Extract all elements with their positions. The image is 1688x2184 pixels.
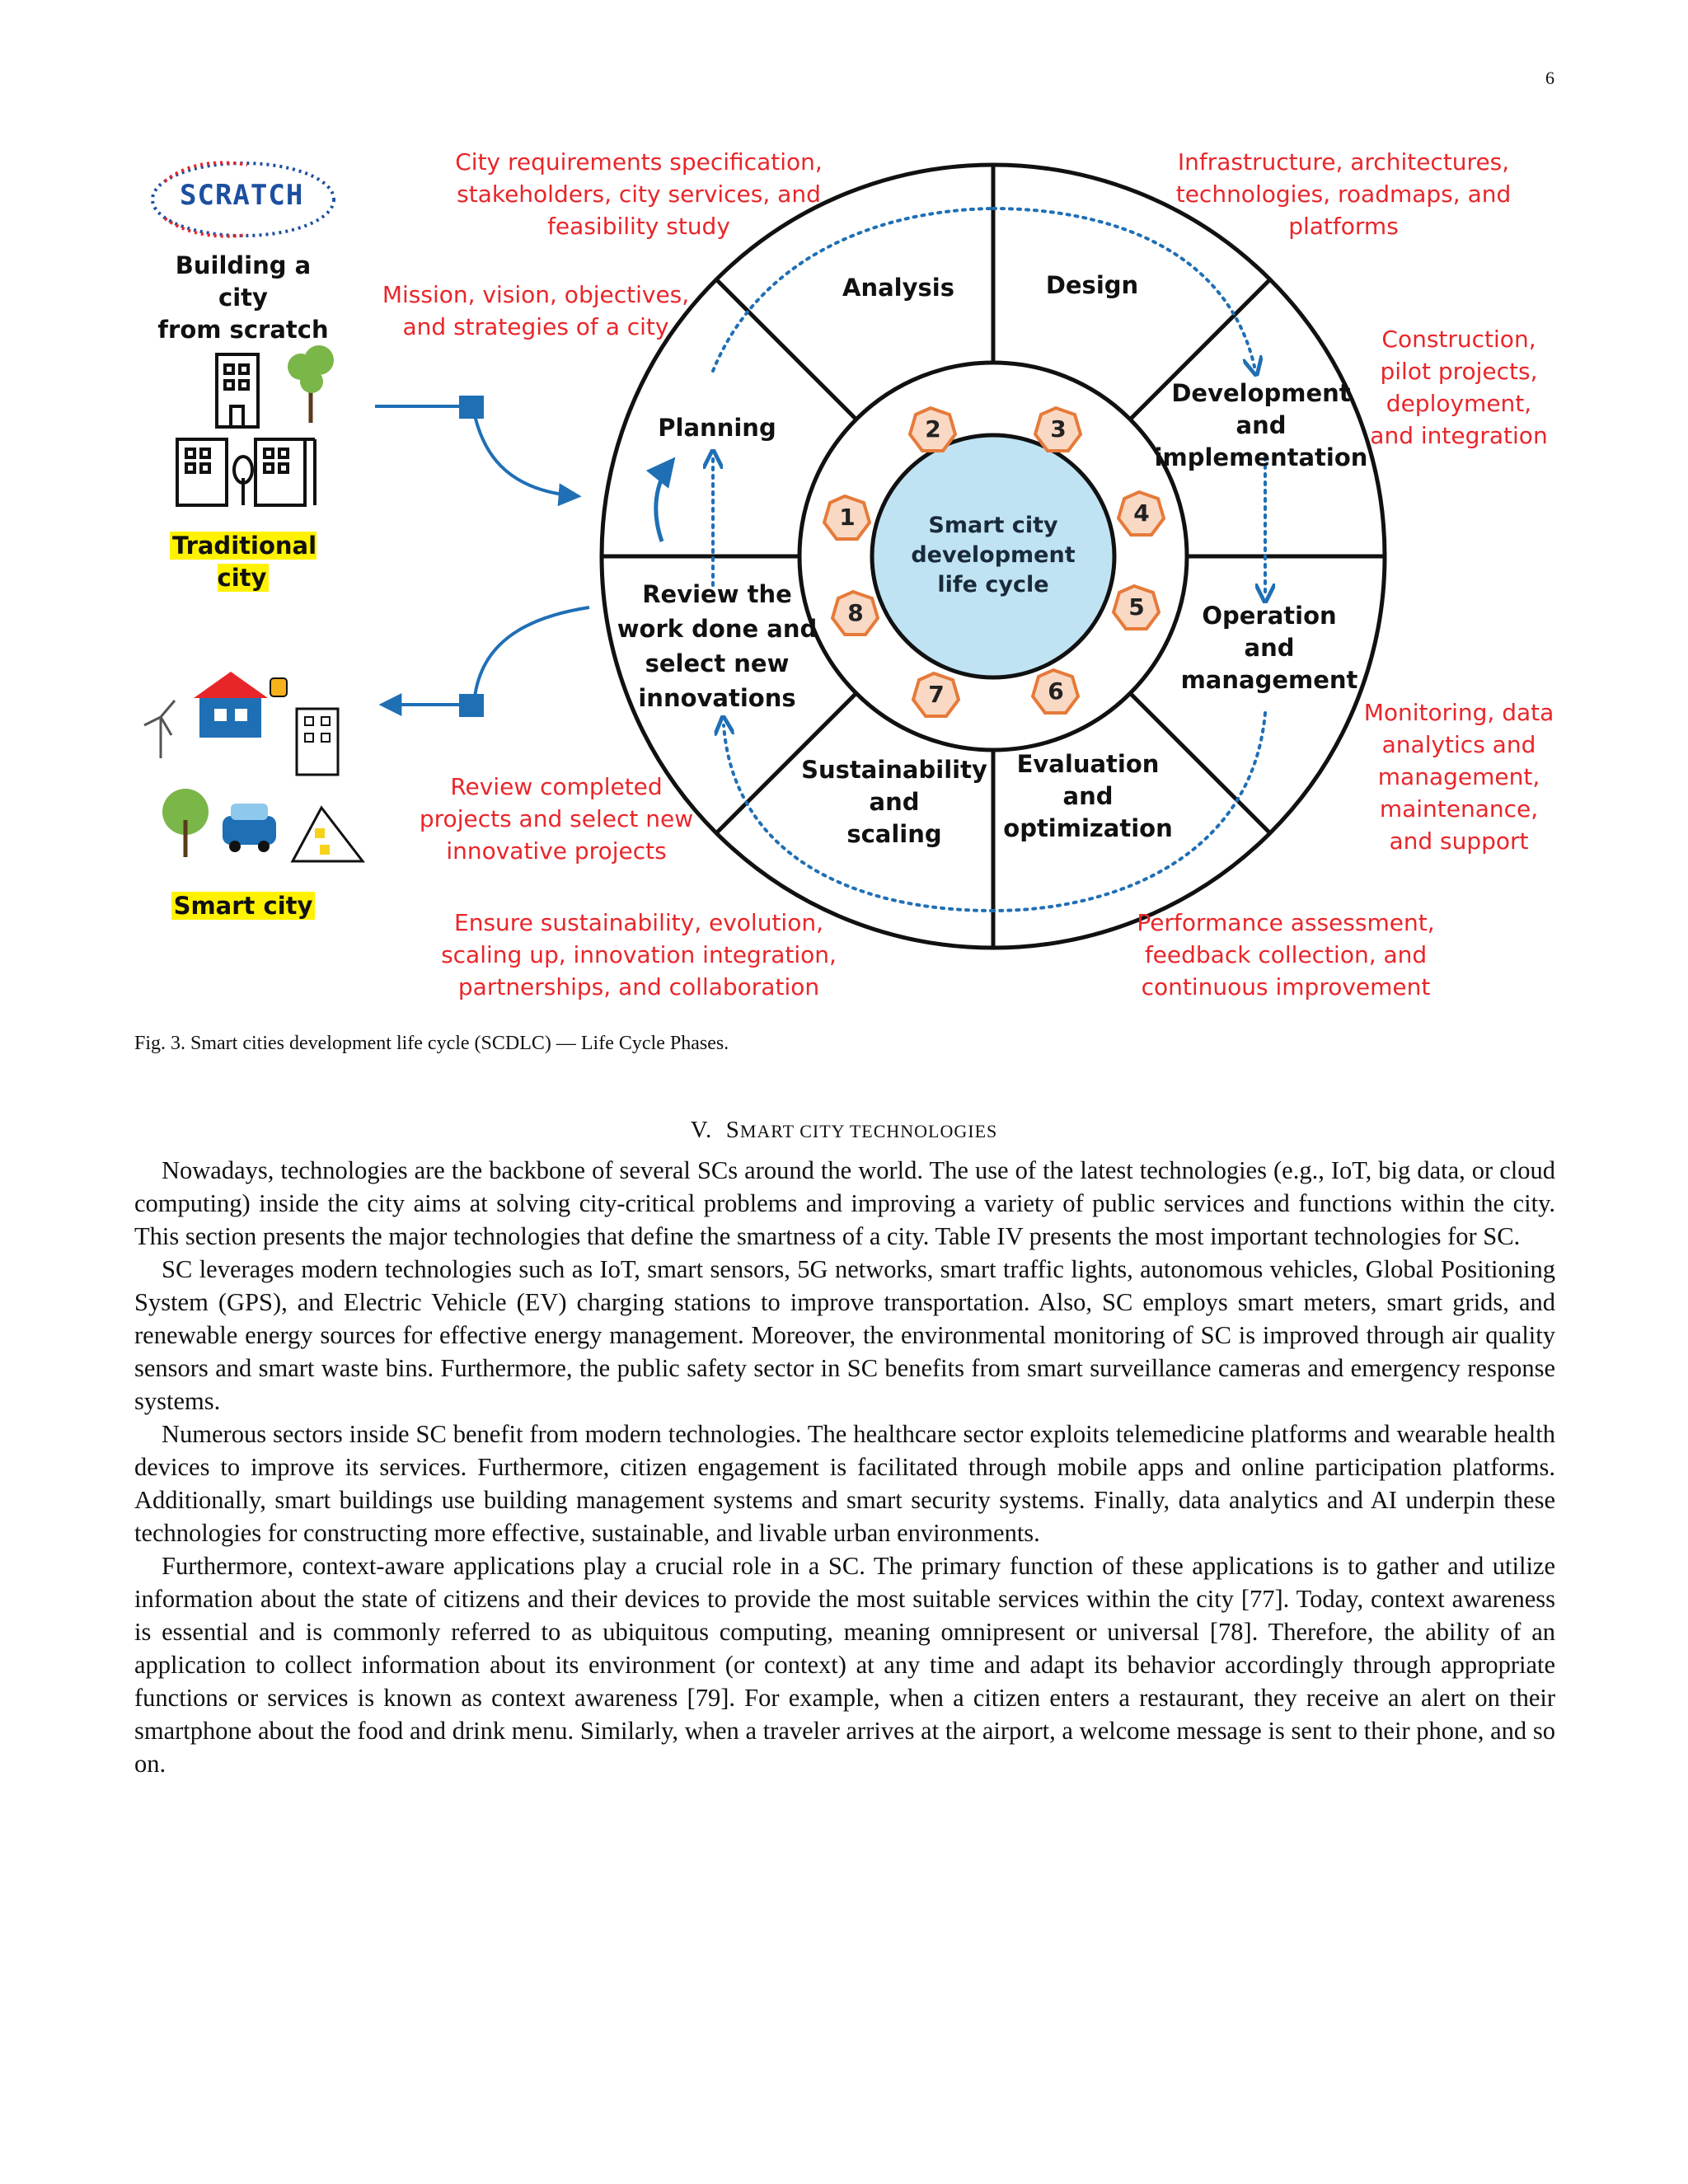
smart-city-icon: [143, 672, 366, 863]
phase-planning: Planning: [658, 414, 776, 442]
paragraph: Furthermore, context-aware applications …: [134, 1552, 1555, 1778]
smart-city-text: Smart city: [171, 892, 316, 920]
paragraph: Numerous sectors inside SC benefit from …: [134, 1420, 1555, 1547]
connector-square-top: [459, 396, 484, 419]
lifecycle-diagram: [143, 161, 1387, 950]
note-development: Construction, pilot projects, deployment…: [1370, 326, 1548, 449]
hexagon-7: [911, 671, 961, 718]
note-operation: Monitoring, data analytics and managemen…: [1363, 699, 1554, 855]
phase-number-2: 2: [925, 415, 941, 443]
note-review: Review completed projects and select new…: [419, 773, 694, 865]
phase-review: Review the work done and select new inno…: [617, 580, 818, 712]
planning-arrow: [645, 457, 676, 542]
wheel: [599, 162, 1387, 950]
phase-number-hexagons: [822, 405, 1166, 718]
hexagon-1: [822, 494, 872, 541]
traditional-city-icon: [176, 353, 316, 507]
note-sustainability: Ensure sustainability, evolution, scalin…: [441, 909, 837, 1001]
note-planning: Mission, vision, objectives, and strateg…: [382, 281, 690, 340]
hexagon-4: [1116, 490, 1166, 537]
phase-design: Design: [1045, 271, 1139, 299]
paragraph: Nowadays, technologies are the backbone …: [134, 1156, 1555, 1250]
section-heading: V. Smart city technologies: [0, 1117, 1688, 1144]
section-title-rest: mart city technologies: [739, 1121, 998, 1141]
center-label: Smart city development life cycle: [911, 513, 1076, 598]
hexagon-8: [830, 589, 880, 636]
phase-development: Development and implementation: [1154, 379, 1368, 471]
phase-analysis: Analysis: [842, 274, 954, 302]
phase-number-8: 8: [847, 599, 864, 626]
phase-number-3: 3: [1050, 415, 1067, 443]
cycle-arrows: [713, 207, 1265, 912]
note-evaluation: Performance assessment, feedback collect…: [1137, 909, 1435, 1001]
traditional-city-text: Traditional city: [169, 532, 317, 592]
note-analysis: City requirements specification, stakeho…: [455, 148, 823, 240]
traditional-city-label: Traditional city: [140, 530, 346, 594]
hexagon-3: [1033, 405, 1083, 452]
phase-number-7: 7: [928, 681, 945, 708]
section-body: Nowadays, technologies are the backbone …: [134, 1154, 1555, 1780]
center-circle: [870, 433, 1117, 680]
phase-sustainability: Sustainability and scaling: [801, 756, 987, 848]
page-number: 6: [1545, 68, 1554, 88]
hexagon-5: [1111, 583, 1161, 630]
left-connectors: [375, 405, 590, 716]
paragraph: SC leverages modern technologies such as…: [134, 1255, 1555, 1415]
scdlc-figure: SCRATCH Building a city from scratch Tra…: [132, 136, 1574, 1018]
hexagon-6: [1030, 668, 1081, 715]
phase-number-4: 4: [1133, 499, 1150, 527]
phase-number-6: 6: [1048, 677, 1064, 705]
from-scratch-label: Building a city from scratch: [157, 251, 329, 344]
hexagon-2: [907, 405, 958, 452]
phase-number-5: 5: [1128, 593, 1145, 621]
phase-evaluation: Evaluation and optimization: [1003, 750, 1173, 842]
tree-icon: [288, 345, 334, 423]
scratch-logo: [151, 161, 335, 238]
scratch-logo-text: SCRATCH: [180, 179, 304, 212]
connector-square-bottom: [459, 694, 484, 717]
note-design: Infrastructure, architectures, technolog…: [1175, 148, 1512, 240]
section-title-initial: S: [725, 1117, 740, 1143]
section-numeral: V.: [690, 1117, 713, 1143]
phase-number-1: 1: [839, 504, 856, 531]
smart-city-label: Smart city: [157, 890, 330, 922]
phase-operation: Operation and management: [1180, 602, 1358, 694]
figure-caption: Fig. 3. Smart cities development life cy…: [134, 1033, 729, 1054]
